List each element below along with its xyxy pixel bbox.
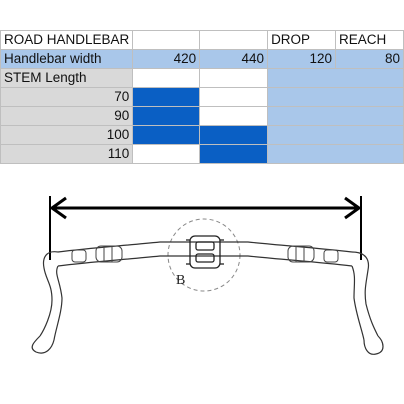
blue-fill-cell xyxy=(267,106,336,126)
right-bar-details xyxy=(287,245,339,263)
blue-fill-cell xyxy=(267,125,336,145)
fit-cell-440 xyxy=(199,106,269,126)
drop-header: DROP xyxy=(267,30,336,50)
empty-cell xyxy=(132,68,201,88)
blue-fill-cell xyxy=(335,144,404,164)
blue-fill-cell xyxy=(335,125,404,145)
blue-fill-cell xyxy=(267,68,336,88)
fit-cell-420 xyxy=(132,106,201,126)
stem-row: 110 xyxy=(0,144,404,164)
detail-circle xyxy=(167,218,241,292)
stem-row: 90 xyxy=(0,106,404,126)
width-row: Handlebar width 420 440 120 80 xyxy=(0,49,404,69)
stem-clamp xyxy=(186,235,224,269)
stem-header-row: STEM Length xyxy=(0,68,404,88)
empty-header-cell xyxy=(199,30,269,50)
reach-value: 80 xyxy=(335,49,404,69)
stem-row: 70 xyxy=(0,87,404,107)
table-header-row: ROAD HANDLEBAR DROP REACH xyxy=(0,30,404,50)
stem-length: 110 xyxy=(0,144,134,164)
handlebar-spec-table: ROAD HANDLEBAR DROP REACH Handlebar widt… xyxy=(0,30,404,164)
stem-length: 100 xyxy=(0,125,134,145)
width-dimension-arrow xyxy=(49,196,362,260)
fit-cell-440 xyxy=(199,144,269,164)
reach-header: REACH xyxy=(335,30,404,50)
blue-fill-cell xyxy=(267,87,336,107)
width-value-420: 420 xyxy=(132,49,201,69)
width-value-440: 440 xyxy=(199,49,269,69)
stem-length: 70 xyxy=(0,87,134,107)
left-bar-details xyxy=(71,245,123,263)
stem-row: 100 xyxy=(0,125,404,145)
stem-length: 90 xyxy=(0,106,134,126)
blue-fill-cell xyxy=(335,68,404,88)
fit-cell-420 xyxy=(132,125,201,145)
fit-cell-420 xyxy=(132,144,201,164)
fit-cell-420 xyxy=(132,87,201,107)
empty-header-cell xyxy=(132,30,201,50)
handlebar-drawing: B xyxy=(31,196,384,355)
fit-cell-440 xyxy=(199,87,269,107)
empty-cell xyxy=(199,68,269,88)
drop-value: 120 xyxy=(267,49,336,69)
label-b: B xyxy=(176,273,185,288)
stem-label: STEM Length xyxy=(0,68,134,88)
handlebar-outline xyxy=(31,241,384,355)
table-title: ROAD HANDLEBAR xyxy=(0,30,134,50)
blue-fill-cell xyxy=(335,106,404,126)
blue-fill-cell xyxy=(335,87,404,107)
fit-cell-440 xyxy=(199,125,269,145)
width-label: Handlebar width xyxy=(0,49,134,69)
blue-fill-cell xyxy=(267,144,336,164)
